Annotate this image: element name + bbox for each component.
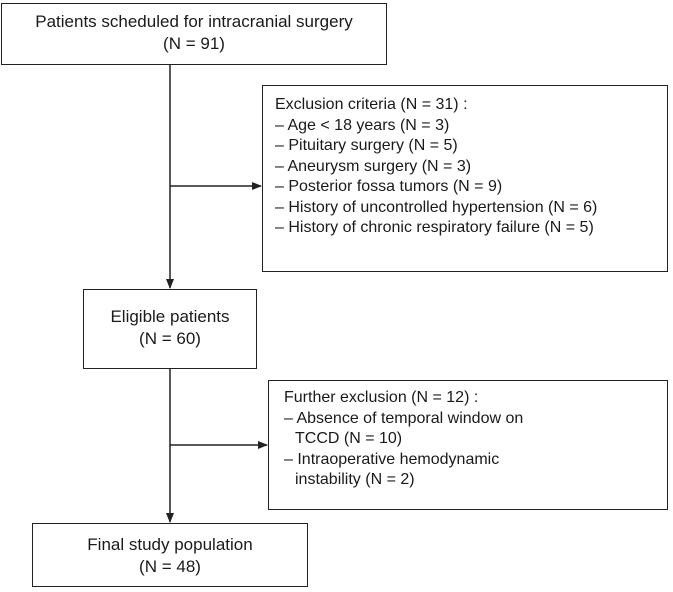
- exclusion-title: Exclusion criteria (N = 31) :: [275, 96, 468, 113]
- exclusion-item: – History of uncontrolled hypertension (…: [275, 198, 598, 216]
- eligible-title: Eligible patients: [110, 307, 230, 326]
- eligible-count: (N = 60): [139, 329, 201, 348]
- scheduled-count: (N = 91): [163, 34, 225, 53]
- exclusion-item: – Posterior fossa tumors (N = 9): [275, 178, 503, 195]
- scheduled-patients-box: Patients scheduled for intracranial surg…: [1, 3, 387, 65]
- exclusion-item: – History of chronic respiratory failure…: [275, 219, 594, 236]
- further-exclusion-item-continued: TCCD (N = 10): [295, 430, 403, 447]
- further-exclusion-item-continued: instability (N = 2): [295, 471, 415, 488]
- final-title: Final study population: [87, 535, 253, 554]
- exclusion-item: – Age < 18 years (N = 3): [275, 116, 450, 134]
- further-exclusion-item: – Absence of temporal window on: [284, 409, 524, 427]
- exclusion-criteria-box: Exclusion criteria (N = 31) : – Age < 18…: [262, 85, 668, 272]
- exclusion-item: – Pituitary surgery (N = 5): [275, 137, 458, 154]
- further-exclusion-box: Further exclusion (N = 12) : – Absence o…: [268, 380, 668, 510]
- further-exclusion-title: Further exclusion (N = 12) :: [284, 389, 479, 406]
- exclusion-item: – Aneurysm surgery (N = 3): [275, 157, 472, 175]
- scheduled-title: Patients scheduled for intracranial surg…: [35, 12, 353, 31]
- further-exclusion-item: – Intraoperative hemodynamic: [284, 450, 500, 468]
- final-study-population-box: Final study population (N = 48): [32, 523, 308, 587]
- final-count: (N = 48): [139, 557, 201, 576]
- eligible-patients-box: Eligible patients (N = 60): [83, 289, 257, 369]
